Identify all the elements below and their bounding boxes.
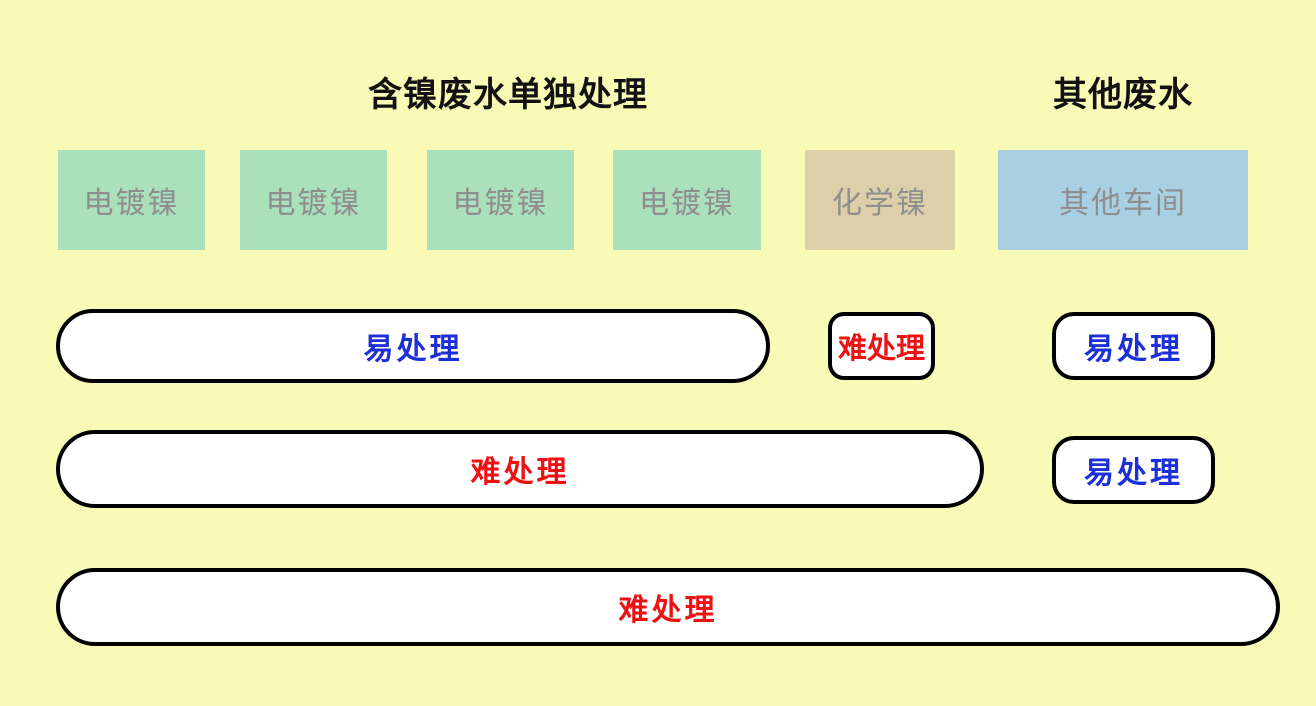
process-bar-row2-other-easy: 易处理 (1052, 436, 1215, 504)
process-bar-row2-nickel-hard: 难处理 (56, 430, 984, 508)
workshop-box-electroplating-nickel-2: 电镀镍 (240, 150, 387, 250)
process-bar-row1-other-easy: 易处理 (1052, 312, 1215, 380)
process-bar-row3-all-hard: 难处理 (56, 568, 1280, 646)
section-title-other-wastewater: 其他废水 (1053, 76, 1193, 114)
workshop-box-chemical-nickel: 化学镍 (805, 150, 955, 250)
workshop-box-electroplating-nickel-4: 电镀镍 (613, 150, 761, 250)
process-bar-row1-chemical-nickel-hard: 难处理 (828, 312, 935, 380)
section-title-nickel-wastewater: 含镍废水单独处理 (368, 76, 648, 114)
workshop-box-electroplating-nickel-1: 电镀镍 (58, 150, 205, 250)
process-bar-row1-nickel-easy: 易处理 (56, 309, 770, 383)
workshop-box-other-workshop: 其他车间 (998, 150, 1248, 250)
workshop-box-electroplating-nickel-3: 电镀镍 (427, 150, 574, 250)
